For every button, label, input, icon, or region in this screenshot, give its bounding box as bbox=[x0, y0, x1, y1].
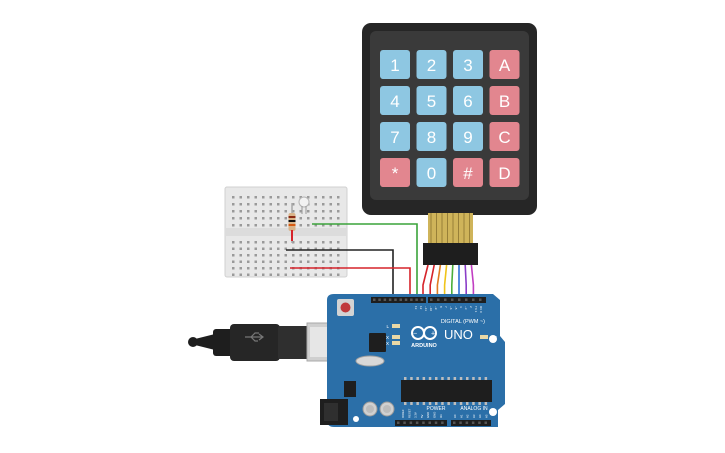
keypad-key-label: 1 bbox=[390, 56, 399, 75]
keypad-key-label: 8 bbox=[427, 128, 436, 147]
digital-pin-label: 2 bbox=[469, 306, 473, 308]
keypad-key-label: 2 bbox=[427, 56, 436, 75]
keypad-key-9[interactable]: 9 bbox=[453, 122, 483, 151]
keypad-key-7[interactable]: 7 bbox=[380, 122, 410, 151]
led-l bbox=[392, 324, 400, 328]
crystal bbox=[355, 355, 385, 367]
svg-text:−: − bbox=[413, 331, 417, 338]
keypad-key-A[interactable]: A bbox=[489, 50, 520, 79]
keypad-key-5[interactable]: 5 bbox=[416, 86, 447, 115]
arduino-brand: ARDUINO bbox=[411, 343, 437, 349]
keypad-key-3[interactable]: 3 bbox=[453, 50, 483, 79]
keypad-key-label: * bbox=[392, 164, 399, 183]
breadboard[interactable] bbox=[224, 186, 348, 278]
keypad[interactable]: 1 2 3 A 4 5 6 B 7 8 9 C * 0 # D bbox=[362, 23, 537, 265]
power-pin-label: GND bbox=[433, 412, 437, 418]
keypad-key-label: D bbox=[498, 164, 510, 183]
keypad-key-label: A bbox=[499, 56, 511, 75]
arduino-model: UNO bbox=[444, 327, 473, 342]
power-pin-label: RESET bbox=[407, 408, 411, 418]
keypad-key-#[interactable]: # bbox=[453, 158, 483, 187]
svg-text:TX: TX bbox=[383, 335, 389, 340]
analog-pin-label: A5 bbox=[485, 414, 489, 418]
digital-pwm-label: DIGITAL (PWM ~) bbox=[441, 319, 485, 325]
digital-pin-label: ~10 bbox=[429, 306, 433, 311]
analog-pin-label: A2 bbox=[466, 414, 470, 418]
analog-label: ANALOG IN bbox=[460, 406, 488, 412]
keypad-key-8[interactable]: 8 bbox=[416, 122, 447, 151]
power-pin-label: IOREF bbox=[401, 409, 405, 418]
keypad-key-*[interactable]: * bbox=[380, 158, 410, 187]
digital-pin-label: 8 bbox=[439, 306, 443, 308]
digital-pin-label: ~9 bbox=[434, 306, 438, 310]
keypad-key-label: # bbox=[463, 164, 473, 183]
led-on bbox=[480, 335, 488, 339]
voltage-regulator bbox=[344, 381, 356, 397]
digital-pin-label: 12 bbox=[419, 306, 423, 310]
usb-chip bbox=[369, 333, 386, 352]
breadboard-wires[interactable] bbox=[286, 223, 418, 300]
keypad-key-D[interactable]: D bbox=[489, 158, 520, 187]
keypad-key-label: 4 bbox=[390, 92, 399, 111]
svg-text:L: L bbox=[386, 324, 389, 329]
digital-pin-label: ~5 bbox=[454, 306, 458, 310]
led-rx bbox=[392, 341, 400, 345]
keypad-key-C[interactable]: C bbox=[489, 122, 520, 151]
power-label: POWER bbox=[427, 406, 446, 412]
keypad-key-label: B bbox=[499, 92, 510, 111]
digital-pin-label: 13 bbox=[414, 306, 418, 310]
keypad-key-label: 5 bbox=[427, 92, 436, 111]
keypad-key-2[interactable]: 2 bbox=[416, 50, 447, 79]
power-pin-label: Vin bbox=[439, 414, 443, 418]
keypad-key-0[interactable]: 0 bbox=[416, 158, 447, 187]
digital-pin-label: TX 1 bbox=[474, 306, 478, 313]
digital-pin-label: ~11 bbox=[424, 306, 428, 311]
power-pin-label: GND bbox=[426, 412, 430, 418]
digital-pin-label: 7 bbox=[444, 306, 448, 308]
digital-pin-label: RX 0 bbox=[479, 306, 483, 313]
analog-pin-label: A0 bbox=[453, 414, 457, 418]
svg-text:+: + bbox=[431, 331, 435, 338]
keypad-key-label: 0 bbox=[427, 164, 436, 183]
analog-pin-label: A3 bbox=[472, 414, 476, 418]
analog-pin-label: A4 bbox=[478, 414, 482, 418]
usb-cable[interactable] bbox=[188, 322, 350, 362]
keypad-key-label: 7 bbox=[390, 128, 399, 147]
keypad-key-4[interactable]: 4 bbox=[380, 86, 410, 115]
keypad-key-1[interactable]: 1 bbox=[380, 50, 410, 79]
keypad-key-B[interactable]: B bbox=[489, 86, 520, 115]
led[interactable] bbox=[298, 196, 310, 214]
arduino-logo: − + bbox=[411, 326, 437, 340]
keypad-connector bbox=[423, 243, 478, 265]
led-tx bbox=[392, 335, 400, 339]
atmega-chip bbox=[401, 380, 492, 402]
digital-pin-label: 4 bbox=[459, 306, 463, 308]
digital-pin-label: ~6 bbox=[449, 306, 453, 310]
keypad-key-label: C bbox=[498, 128, 510, 147]
keypad-key-label: 9 bbox=[463, 128, 472, 147]
digital-pin-label: ~3 bbox=[464, 306, 468, 310]
power-pin-label: 5V bbox=[420, 414, 424, 418]
keypad-key-label: 6 bbox=[463, 92, 472, 111]
keypad-key-6[interactable]: 6 bbox=[453, 86, 483, 115]
analog-pin-label: A1 bbox=[459, 414, 463, 418]
keypad-key-label: 3 bbox=[463, 56, 472, 75]
power-pin-label: 3.3V bbox=[414, 412, 418, 418]
